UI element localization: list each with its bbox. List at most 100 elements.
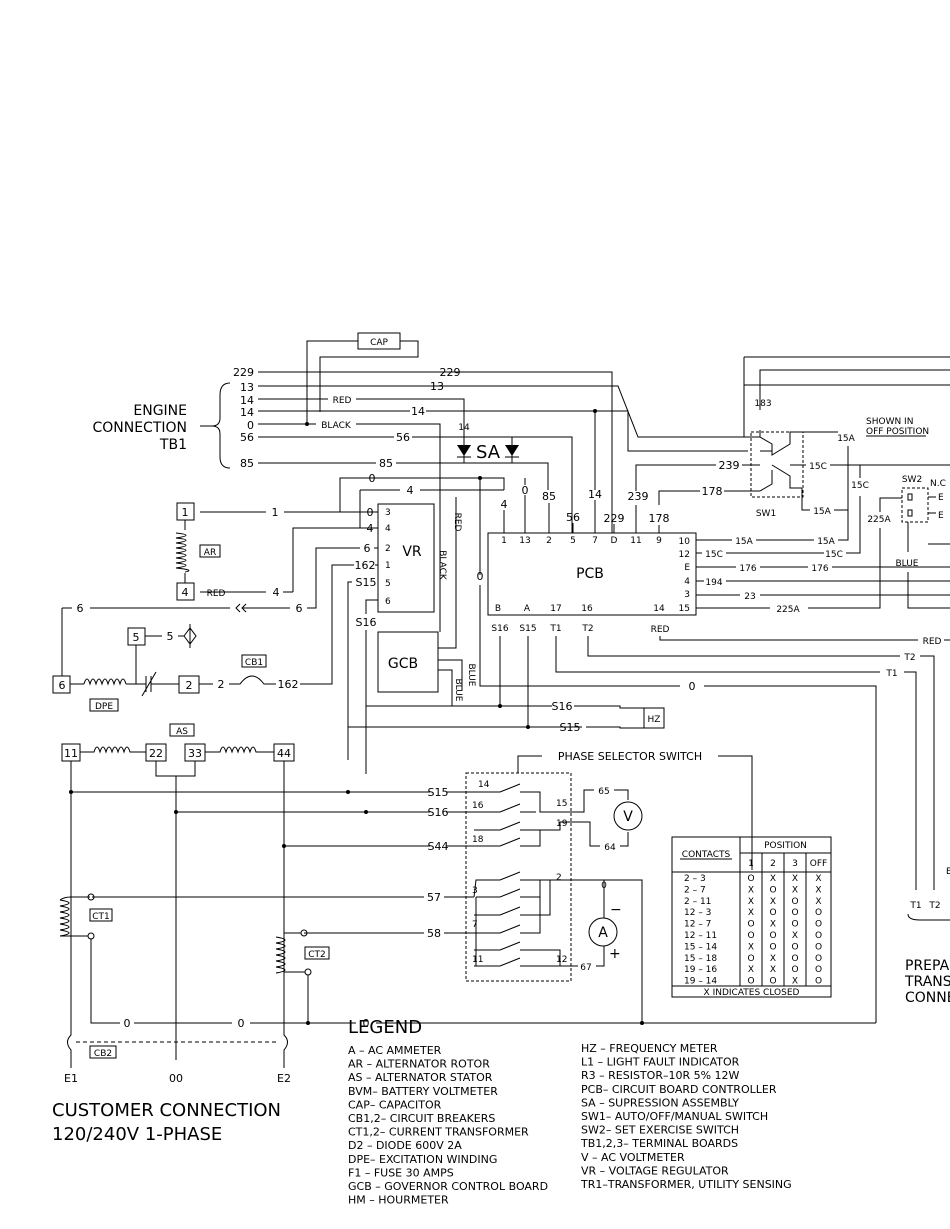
ct2-tag: [304, 946, 330, 960]
svg-text:4: 4: [501, 498, 508, 511]
svg-text:S15: S15: [428, 786, 449, 799]
contact-row-label: 19 – 16: [684, 965, 717, 975]
engine-brace: [211, 382, 231, 469]
svg-text:4: 4: [273, 586, 280, 599]
svg-text:RED: RED: [923, 637, 942, 647]
svg-text:T1: T1: [549, 624, 561, 634]
contact-cell: X: [748, 897, 754, 907]
svg-text:1: 1: [385, 561, 391, 571]
diode-2-icon: [505, 445, 519, 456]
legend-right-item: PCB– CIRCUIT BOARD CONTROLLER: [581, 1083, 777, 1096]
svg-text:58: 58: [427, 927, 441, 940]
svg-text:16: 16: [472, 801, 484, 811]
contact-cell: X: [748, 908, 754, 918]
svg-text:BLUE: BLUE: [895, 559, 918, 569]
tb1-85: 85: [240, 457, 254, 470]
pcb-top-pins: 1 13 2 5 7 D 11 9: [501, 536, 662, 546]
pcb-label: PCB: [576, 566, 604, 582]
legend-left-item: GCB – GOVERNOR CONTROL BOARD: [348, 1180, 548, 1193]
tb1-14a: 14: [240, 394, 254, 407]
legend-right-item: SW1– AUTO/OFF/MANUAL SWITCH: [581, 1110, 768, 1123]
contact-cell: O: [815, 965, 822, 975]
legend-left-item: AR – ALTERNATOR ROTOR: [348, 1058, 490, 1071]
contact-cell: X: [792, 885, 798, 895]
legend-left-item: BVM– BATTERY VOLTMETER: [348, 1085, 498, 1098]
svg-text:64: 64: [604, 843, 616, 853]
contact-cell: O: [747, 954, 754, 964]
as-coil-2-icon: [205, 746, 274, 754]
svg-text:1: 1: [501, 536, 507, 546]
svg-text:HZ: HZ: [648, 715, 661, 725]
svg-text:3: 3: [684, 590, 690, 600]
svg-text:CT1: CT1: [92, 912, 110, 922]
svg-text:CONNE: CONNE: [905, 990, 950, 1006]
vr-box: [377, 503, 435, 613]
svg-text:S15: S15: [519, 624, 536, 634]
svg-text:183: 183: [754, 399, 771, 409]
cap-label: CAP: [370, 338, 388, 348]
svg-text:BLACK: BLACK: [437, 550, 447, 581]
cb1-tag: [241, 654, 267, 668]
svg-text:6: 6: [364, 542, 371, 555]
contact-row-label: 12 – 11: [684, 931, 717, 941]
wire-229: 229: [440, 366, 461, 379]
svg-text:2: 2: [186, 679, 193, 692]
legend-right-item: SA – SUPRESSION ASSEMBLY: [581, 1096, 739, 1109]
svg-text:0: 0: [369, 472, 376, 485]
cb2-tag: [89, 1045, 117, 1059]
svg-text:194: 194: [705, 578, 722, 588]
sw1-switch: SW1 183 15C 15A 15A: [700, 356, 950, 519]
contact-cell: O: [747, 977, 754, 987]
contact-cell: O: [791, 897, 798, 907]
contact-cell: X: [792, 977, 798, 987]
contact-cell: O: [815, 931, 822, 941]
ar-coil-icon: [175, 532, 190, 573]
wire-14: 14: [411, 405, 425, 418]
svg-text:3: 3: [385, 508, 391, 518]
as-tag: [169, 723, 195, 737]
svg-text:67: 67: [580, 963, 591, 973]
ct1-tag: [89, 908, 113, 922]
ct1-coil-icon: [59, 899, 70, 937]
svg-text:15C: 15C: [809, 462, 827, 472]
position-col-2: 3: [792, 859, 798, 869]
contact-cell: O: [815, 954, 822, 964]
hz-meter: [643, 707, 665, 729]
as-coil-1-icon: [80, 746, 146, 754]
svg-text:0: 0: [238, 1017, 245, 1030]
legend-right-item: HZ – FREQUENCY METER: [581, 1042, 718, 1055]
shown-in-label: SHOWN IN: [866, 417, 913, 427]
svg-text:A: A: [598, 925, 608, 941]
gcb-label: GCB: [388, 656, 418, 672]
pcb-right-pins: 10 12 E 4 3 15: [679, 537, 691, 614]
svg-text:0: 0: [601, 881, 607, 891]
svg-text:12: 12: [679, 550, 690, 560]
svg-text:T2: T2: [928, 901, 940, 911]
svg-text:6: 6: [59, 679, 66, 692]
svg-text:4: 4: [367, 522, 374, 535]
legend-title: LEGEND: [348, 1017, 422, 1038]
svg-text:S16: S16: [428, 806, 449, 819]
svg-text:T1: T1: [909, 901, 921, 911]
contact-cell: X: [770, 954, 776, 964]
svg-text:15C: 15C: [825, 550, 843, 560]
svg-text:15A: 15A: [813, 507, 831, 517]
svg-text:11: 11: [630, 536, 641, 546]
contact-cell: O: [791, 954, 798, 964]
contact-cell: O: [791, 908, 798, 918]
contact-cell: X: [748, 942, 754, 952]
svg-text:4: 4: [182, 586, 189, 599]
contact-row-label: 2 – 11: [684, 897, 711, 907]
contact-cell: O: [815, 908, 822, 918]
svg-text:15A: 15A: [735, 537, 753, 547]
svg-text:7: 7: [592, 536, 598, 546]
wire-85: 85: [379, 457, 393, 470]
engine-connection: ENGINE CONNECTION TB1 229 13 14 14 0 56 …: [92, 366, 254, 470]
svg-text:A: A: [524, 604, 531, 614]
legend-right-item: SW2– SET EXERCISE SWITCH: [581, 1124, 739, 1137]
svg-text:13: 13: [519, 536, 530, 546]
svg-text:65: 65: [598, 787, 609, 797]
svg-text:5: 5: [167, 630, 174, 643]
dpe-tag: [89, 698, 119, 712]
